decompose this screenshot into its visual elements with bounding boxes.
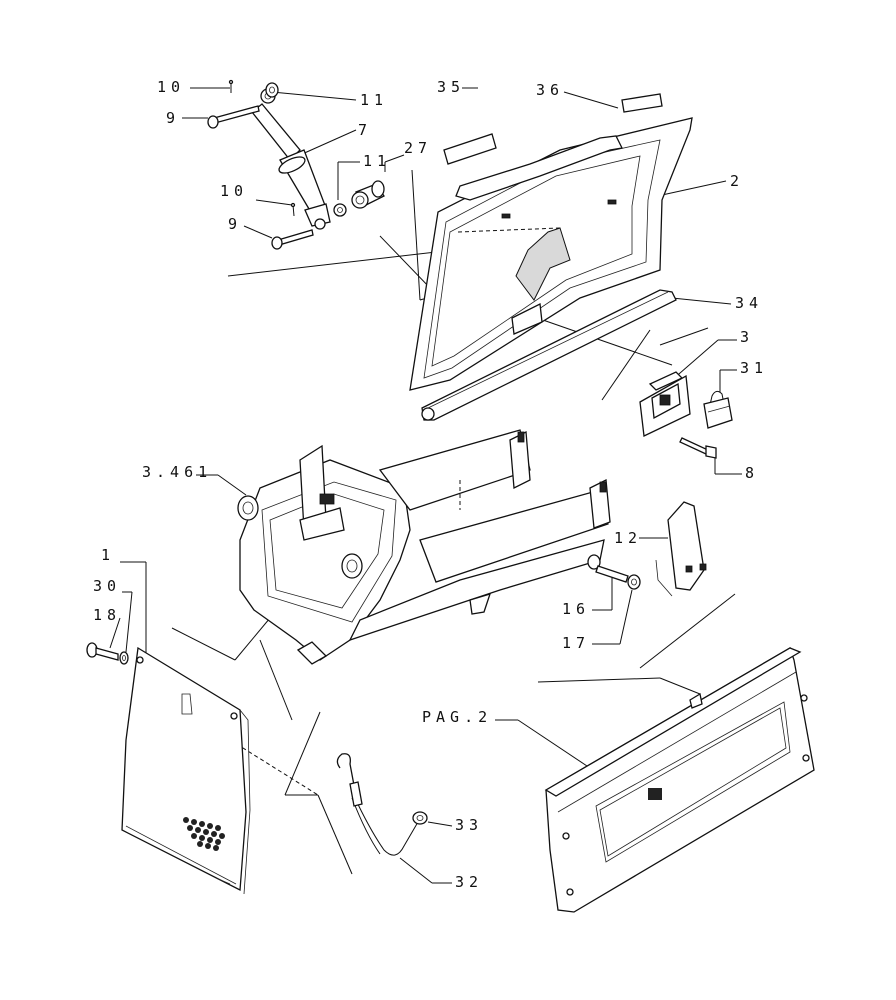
gas-strut-part-7 [251, 88, 331, 230]
pin-10-top [228, 79, 234, 93]
svg-text:30: 30 [93, 577, 121, 595]
svg-text:34: 34 [735, 294, 763, 312]
callout-pag2: PAG.2 [422, 708, 591, 769]
svg-text:7: 7 [358, 121, 372, 139]
washer-17 [627, 574, 641, 590]
callout-9-top: 9 [166, 109, 208, 127]
gas-strut-assembly [207, 79, 385, 250]
svg-text:16: 16 [562, 600, 590, 618]
bolt-8 [679, 437, 717, 459]
callout-27: 27 [384, 139, 432, 172]
svg-text:36: 36 [536, 81, 564, 99]
padlock-31 [703, 390, 733, 429]
callout-10-mid: 10 [220, 182, 293, 206]
front-panel-pag2 [544, 647, 815, 913]
safety-cable-32 [336, 753, 419, 856]
bushing-27 [351, 180, 385, 209]
latch-3 [639, 371, 691, 437]
svg-text:11: 11 [363, 152, 391, 170]
callout-11-top: 11 [271, 91, 388, 109]
bracket-12 [655, 501, 707, 597]
callout-32: 32 [399, 857, 483, 891]
svg-text:3: 3 [740, 328, 754, 346]
callout-35: 35 [437, 78, 478, 96]
callout-10-top: 10 [157, 78, 230, 96]
callout-2: 2 [661, 172, 744, 196]
callout-33: 33 [427, 816, 483, 834]
svg-text:18: 18 [93, 606, 121, 624]
callout-12: 12 [614, 529, 668, 547]
svg-text:1: 1 [101, 546, 115, 564]
svg-text:PAG.2: PAG.2 [422, 708, 492, 726]
callout-34: 34 [671, 294, 763, 312]
svg-text:32: 32 [455, 873, 483, 891]
bolt-9-top [207, 105, 260, 129]
eyelet-33 [412, 811, 428, 825]
chassis-frame [237, 429, 611, 665]
label-plate-36 [621, 93, 663, 113]
svg-text:17: 17 [562, 634, 590, 652]
callout-31: 31 [719, 359, 768, 392]
svg-text:3.461: 3.461 [142, 463, 212, 481]
callout-17: 17 [562, 589, 633, 652]
svg-text:9: 9 [228, 215, 242, 233]
bolt-9-mid [271, 229, 314, 250]
bolt-18 [86, 642, 119, 661]
callout-7: 7 [299, 121, 372, 156]
callout-9-mid: 9 [228, 215, 273, 239]
svg-text:33: 33 [455, 816, 483, 834]
washer-30 [119, 651, 129, 665]
bolt-16 [587, 554, 629, 583]
svg-text:2: 2 [730, 172, 744, 190]
callout-1: 1 [101, 546, 147, 655]
svg-text:11: 11 [360, 91, 388, 109]
svg-text:10: 10 [157, 78, 185, 96]
callout-11-mid: 11 [337, 152, 391, 200]
label-plate-35 [443, 133, 497, 165]
svg-text:12: 12 [614, 529, 642, 547]
svg-text:10: 10 [220, 182, 248, 200]
panel-mesh [648, 788, 662, 800]
washer-11-mid [333, 203, 347, 217]
callout-36: 36 [536, 81, 619, 109]
door-panel-2 [409, 117, 693, 391]
callout-8: 8 [714, 456, 759, 482]
callout-3461: 3.461 [142, 463, 247, 496]
svg-text:8: 8 [745, 464, 759, 482]
callout-16: 16 [562, 575, 613, 618]
svg-text:9: 9 [166, 109, 180, 127]
callout-3: 3 [671, 328, 754, 381]
svg-text:35: 35 [437, 78, 465, 96]
callout-30: 30 [93, 577, 133, 653]
side-panel-1 [121, 646, 251, 895]
vent-grid [183, 817, 225, 851]
washer-11-top [265, 82, 279, 98]
seal-strip-34 [421, 289, 677, 421]
callout-18: 18 [93, 606, 121, 649]
svg-text:27: 27 [404, 139, 432, 157]
svg-text:31: 31 [740, 359, 768, 377]
pin-10-mid [290, 202, 296, 217]
